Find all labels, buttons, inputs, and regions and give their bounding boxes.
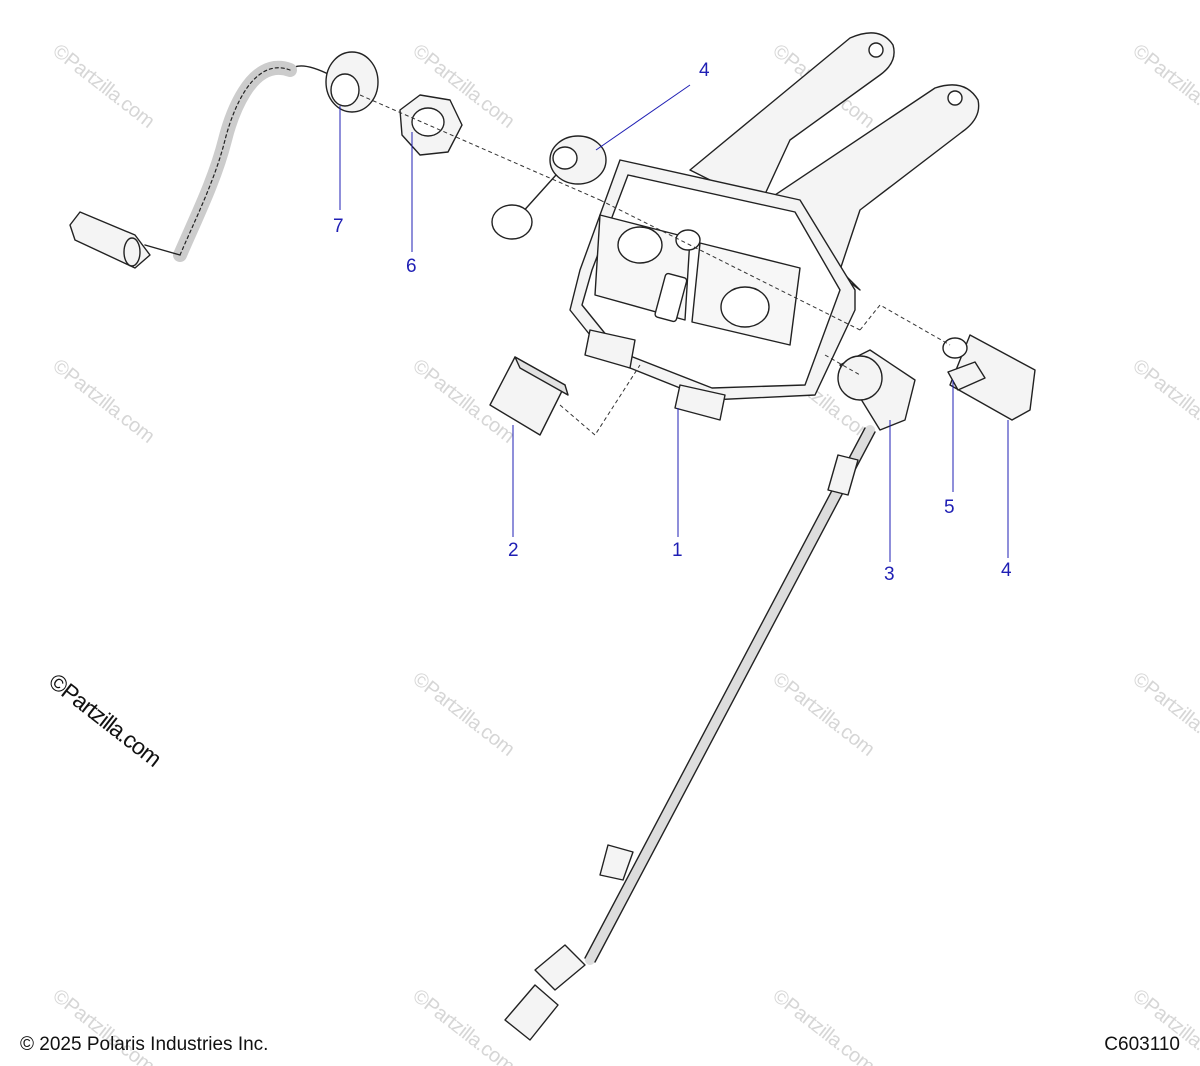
- callout-2[interactable]: 2: [508, 540, 519, 561]
- coiled-cord: [144, 60, 331, 262]
- callout-1[interactable]: 1: [672, 540, 683, 561]
- hex-nut: [399, 94, 463, 156]
- callout-4-upper[interactable]: 4: [699, 60, 710, 81]
- callout-4-lower[interactable]: 4: [1001, 560, 1012, 581]
- leader-lines: [339, 84, 1009, 562]
- power-plug: [942, 334, 1036, 421]
- callout-6[interactable]: 6: [406, 256, 417, 277]
- switch-housing: [569, 159, 856, 421]
- drawing-code: C603110: [1104, 1034, 1180, 1055]
- tether-post: [325, 51, 379, 113]
- harness-connector: [504, 944, 586, 1041]
- callout-7[interactable]: 7: [333, 216, 344, 237]
- callout-3[interactable]: 3: [884, 564, 895, 585]
- wire-harness: [584, 425, 876, 965]
- rocker-switch: [489, 356, 569, 436]
- retaining-clip: [947, 361, 986, 391]
- dust-cap: [491, 135, 607, 240]
- cord-ferrule: [123, 237, 141, 267]
- copyright-notice: © 2025 Polaris Industries Inc.: [20, 1034, 269, 1055]
- callout-5[interactable]: 5: [944, 497, 955, 518]
- push-switch: [837, 349, 916, 431]
- assembly-axis-lines: [359, 94, 951, 436]
